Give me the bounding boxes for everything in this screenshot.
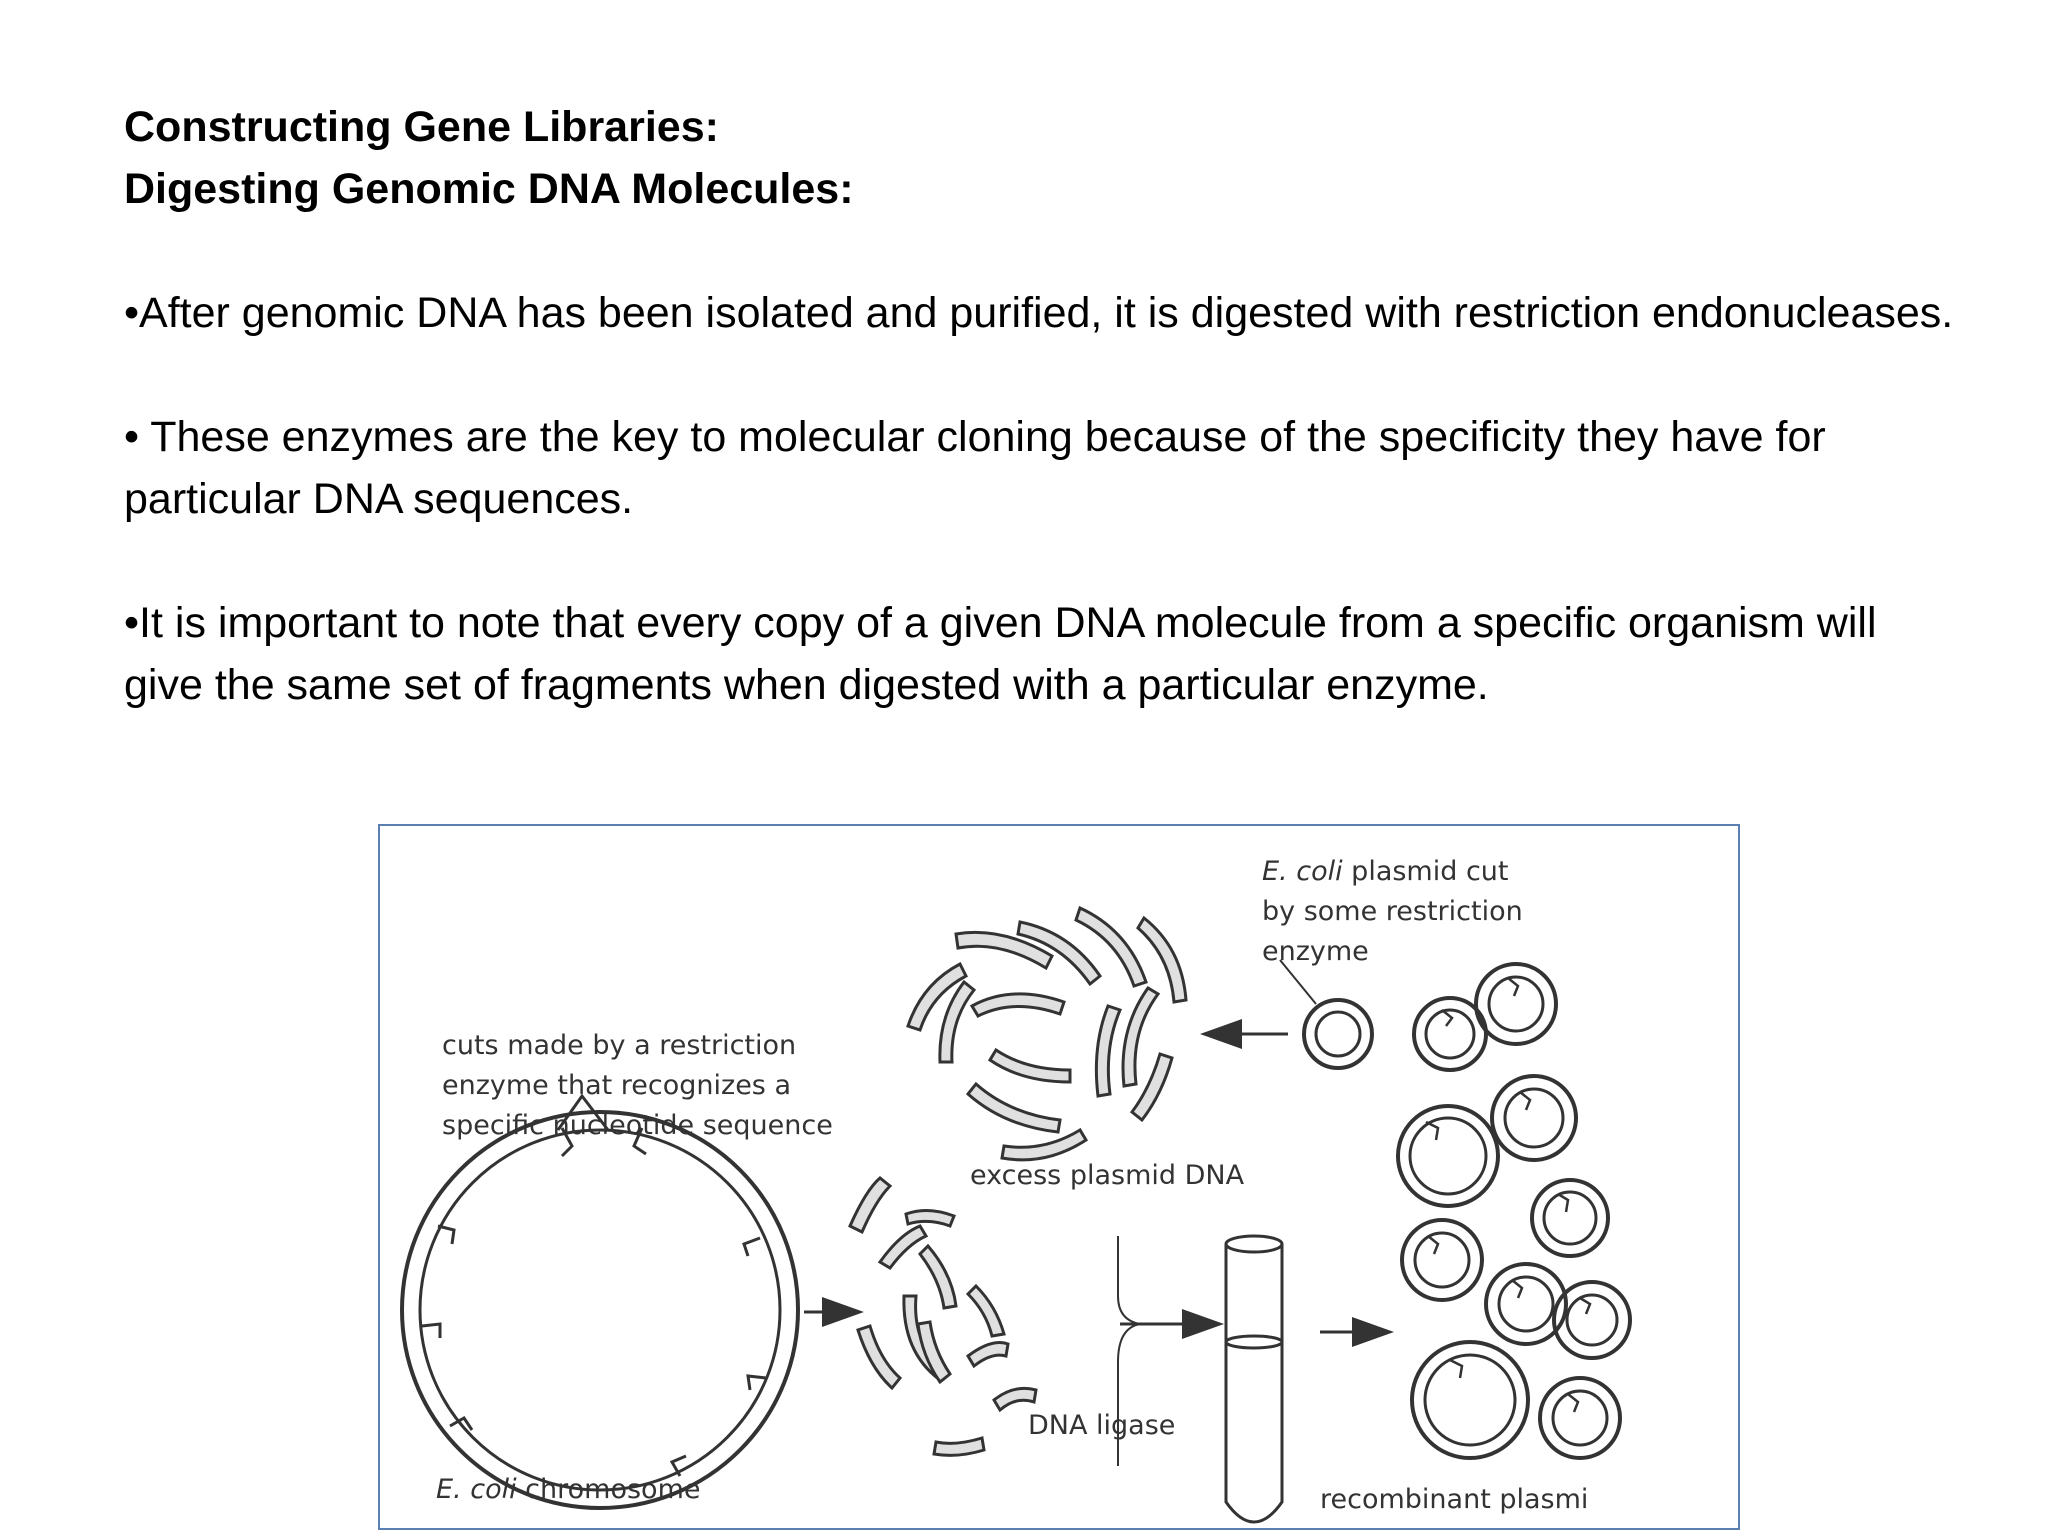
- label-plasmid-cut: E. coli plasmid cut by some restriction …: [1262, 852, 1523, 972]
- label-recombinant-plasmids: recombinant plasmi: [1320, 1484, 1589, 1515]
- plasmid-fragments: [906, 905, 1188, 1162]
- slide-title-line-2: Digesting Genomic DNA Molecules:: [124, 165, 854, 213]
- slide-text: Constructing Gene Libraries: Digesting G…: [124, 96, 1964, 716]
- cloning-diagram-drawing: [400, 905, 1632, 1524]
- label-plasmid-cut-species: E. coli: [1262, 856, 1343, 887]
- chromosome-fragments: [848, 1176, 1038, 1457]
- bullet-3: •It is important to note that every copy…: [124, 599, 1877, 709]
- label-restriction-cuts: cuts made by a restriction enzyme that r…: [442, 1030, 833, 1141]
- chromosome-ring: [400, 1093, 800, 1510]
- label-ecoli-chromosome: E. coli chromosome: [436, 1470, 700, 1510]
- bullet-1: •After genomic DNA has been isolated and…: [124, 289, 1954, 337]
- recombinant-plasmids: [1396, 962, 1632, 1460]
- test-tube: [1224, 1234, 1284, 1524]
- label-chromosome-text: chromosome: [516, 1474, 701, 1505]
- cloning-diagram: cuts made by a restriction enzyme that r…: [378, 824, 1740, 1530]
- slide-title-line-1: Constructing Gene Libraries:: [124, 103, 719, 151]
- cut-plasmid: [1279, 959, 1374, 1070]
- bullet-2: • These enzymes are the key to molecular…: [124, 413, 1826, 523]
- label-dna-ligase: DNA ligase: [1028, 1410, 1176, 1441]
- label-chromosome-species: E. coli: [436, 1474, 517, 1505]
- label-plasmid-cut-text: plasmid cut by some restriction enzyme: [1262, 856, 1523, 967]
- label-excess-plasmid: excess plasmid DNA: [970, 1160, 1245, 1191]
